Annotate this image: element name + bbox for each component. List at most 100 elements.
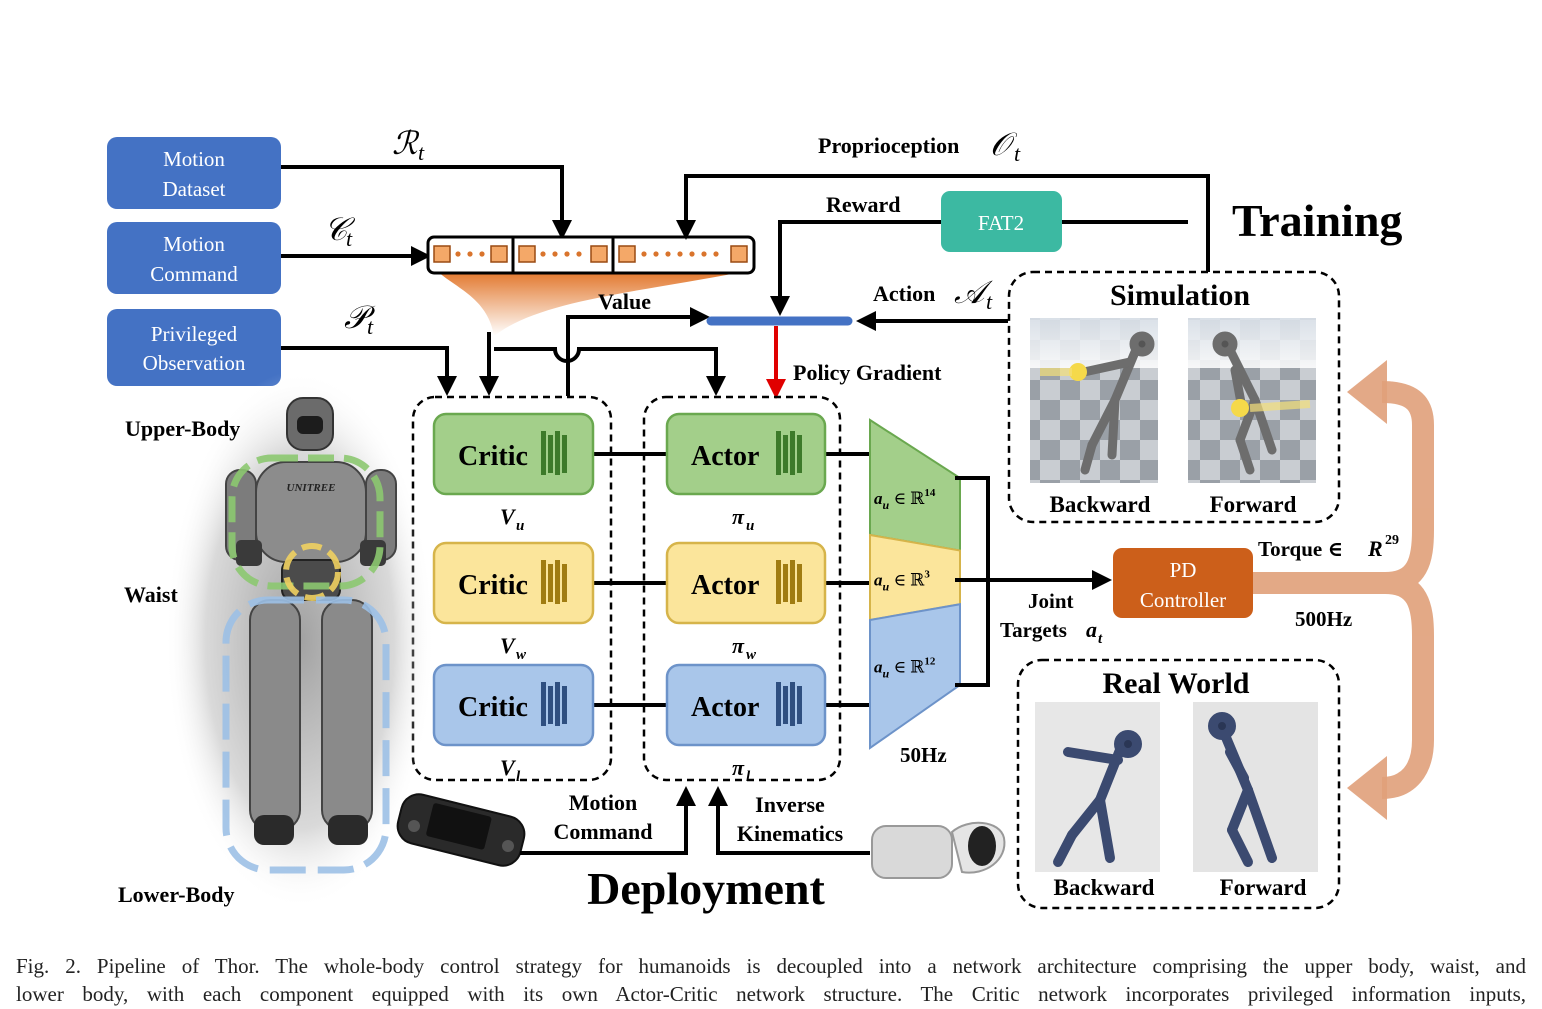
inverse-kinematics-line1: Inverse (755, 792, 825, 817)
network-layer-icon (562, 435, 567, 473)
joint-targets-sub: t (1098, 631, 1103, 647)
fat2-box: FAT2 (941, 191, 1062, 252)
motion-command-line1: Motion (163, 232, 225, 256)
action-space-label: au ∈ ℝ14 (874, 487, 936, 512)
figure-caption: Fig. 2. Pipeline of Thor. The whole-body… (16, 952, 1526, 1008)
joint-targets-line2: Targets (1000, 618, 1067, 642)
network-layer-icon (783, 686, 788, 724)
pd-line2: Controller (1140, 588, 1226, 612)
action-label: Action 𝒜 t (873, 274, 993, 314)
policy-sub: l (746, 769, 751, 785)
motion-dataset-box: Motion Dataset (107, 137, 281, 209)
real-robot-backward (1053, 730, 1142, 867)
network-layer-icon (555, 682, 560, 726)
actor-box-l (665, 663, 827, 747)
value-label: Value (598, 289, 651, 314)
training-title: Training (1232, 195, 1402, 246)
network-layer-icon (776, 431, 781, 475)
action-space-label: au ∈ ℝ3 (874, 568, 930, 593)
network-layer-icon (797, 686, 802, 724)
torque-label: Torque ∈ R 29 (1258, 533, 1399, 561)
reward-wire (770, 220, 1188, 316)
symbol-p-sub: t (367, 314, 374, 339)
value-sub: w (516, 647, 527, 663)
network-layer-icon (790, 682, 795, 726)
privileged-observation-line1: Privileged (151, 322, 238, 346)
action-outputs: au ∈ ℝ14 au ∈ ℝ3 au ∈ ℝ12 (869, 418, 961, 750)
value-symbol-w: V (500, 633, 517, 658)
network-layer-icon (541, 560, 546, 604)
deployment-wires (520, 786, 870, 855)
network-layer-icon (548, 686, 553, 724)
motion-dataset-line1: Motion (163, 147, 225, 171)
pipeline-diagram: Motion Dataset Motion Command Privileged… (107, 125, 1434, 914)
network-layer-icon (555, 431, 560, 475)
privileged-observation-box: Privileged Observation (107, 309, 281, 386)
network-layer-icon (783, 435, 788, 473)
policy-symbol-u: π (732, 504, 745, 529)
actor-box-w (665, 541, 827, 625)
symbol-p-t: 𝒫 t (344, 299, 376, 339)
lower-body-label: Lower-Body (118, 882, 235, 907)
fat2-text: FAT2 (978, 211, 1024, 235)
sim-forward-label: Forward (1210, 492, 1297, 517)
policy-gradient-label: Policy Gradient (793, 360, 942, 385)
actor-box-u (665, 412, 827, 496)
actor-label: Actor (691, 570, 759, 601)
joint-target-wire (955, 476, 1112, 687)
critic-box-u (432, 412, 595, 496)
sim-robot-forward (1212, 331, 1277, 475)
network-layer-icon (555, 560, 560, 604)
motion-command-bottom-line1: Motion (569, 790, 637, 815)
pd-line1: PD (1170, 558, 1197, 582)
real-world-panel: Real World Backward Forward (1016, 658, 1341, 910)
policy-sub: u (746, 518, 754, 534)
inverse-kinematics-line2: Kinematics (737, 821, 844, 846)
action-text: Action (873, 281, 935, 306)
actor-label: Actor (691, 692, 759, 723)
waist-label: Waist (124, 582, 178, 607)
action-space-label: au ∈ ℝ12 (874, 655, 936, 680)
network-layer-icon (790, 560, 795, 604)
gamepad-icon (396, 793, 526, 867)
sim-backward-label: Backward (1050, 492, 1151, 517)
proprioception-wire (676, 174, 1210, 272)
value-symbol-l: V (500, 755, 517, 780)
symbol-r: ℛ (392, 125, 420, 161)
network-layer-icon (548, 564, 553, 602)
value-sub: l (516, 769, 521, 785)
value-sub: u (516, 518, 524, 534)
network-layer-icon (541, 682, 546, 726)
real-robot-forward (1208, 712, 1277, 867)
policy-symbol-l: π (732, 755, 745, 780)
network-layer-icon (541, 431, 546, 475)
symbol-c-t: 𝒞 t (324, 211, 356, 251)
action-segment-u (869, 418, 961, 552)
simulation-panel: Simulation Backward Forward (1007, 270, 1341, 524)
symbol-r-t: ℛ t (392, 125, 425, 165)
real-forward-label: Forward (1220, 875, 1307, 900)
network-layer-icon (797, 564, 802, 602)
joint-targets-symbol: a (1086, 617, 1097, 642)
caption-line1: Fig. 2. Pipeline of Thor. The whole-body… (16, 954, 1526, 978)
control-loop-arrows (1253, 381, 1434, 799)
sim-target-backward (1069, 363, 1087, 381)
deployment-title: Deployment (587, 863, 825, 914)
hz500-label: 500Hz (1295, 607, 1352, 631)
torque-space: R (1367, 536, 1383, 561)
joint-targets-label: Joint Targets a t (1000, 589, 1103, 647)
motion-dataset-line2: Dataset (163, 177, 226, 201)
symbol-c-sub: t (346, 226, 353, 251)
network-layer-icon (548, 435, 553, 473)
torque-exp: 29 (1385, 533, 1399, 548)
network-layer-icon (562, 686, 567, 724)
caption-line2: lower body, with each component equipped… (16, 982, 1526, 1006)
critic-label: Critic (458, 692, 528, 723)
simulation-title: Simulation (1110, 279, 1250, 312)
actor-label: Actor (691, 441, 759, 472)
buffer-wires (479, 307, 726, 396)
